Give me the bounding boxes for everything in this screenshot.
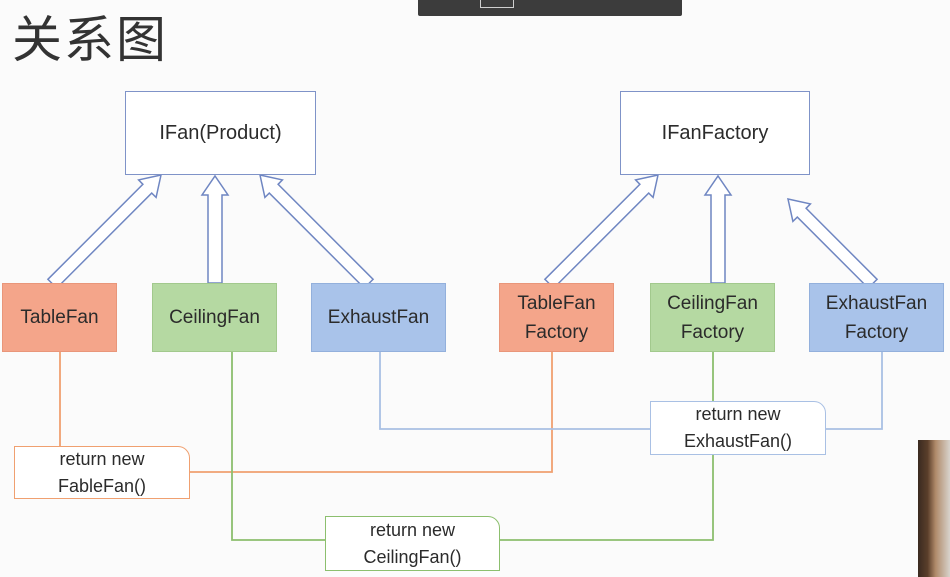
ifan-product-box: IFan(Product) <box>125 91 316 175</box>
exhaustfan-label: ExhaustFan <box>327 307 430 328</box>
note-ceilingfan-line2: CeilingFan() <box>363 546 462 567</box>
exhaustfan-factory-line2: Factory <box>844 321 909 343</box>
ceilingfan-label: CeilingFan <box>169 307 260 328</box>
note-tablefan-line2: FableFan() <box>57 475 147 496</box>
tablefan-box: TableFan <box>2 283 117 352</box>
ceilingfan-factory-line2: Factory <box>680 321 745 343</box>
tablefan-factory-line1: TableFan <box>517 292 596 314</box>
arrow-tablefan-to-ifan <box>46 174 162 290</box>
presenter-video-thumbnail <box>918 440 950 577</box>
note-return-ceilingfan: return new CeilingFan() <box>325 516 500 571</box>
arrow-exhaustfan-to-ifan <box>259 174 375 290</box>
exhaustfan-box: ExhaustFan <box>311 283 446 352</box>
connector-ceiling <box>231 352 325 541</box>
tablefan-factory-line2: Factory <box>524 321 589 343</box>
exhaustfan-factory-line1: ExhaustFan <box>825 292 928 314</box>
tablefan-label: TableFan <box>20 307 99 328</box>
arrow-ceilingfanfactory-to-ifanfactory <box>703 174 733 284</box>
tablefan-factory-box: TableFan Factory <box>499 283 614 352</box>
video-player-bar <box>418 0 682 16</box>
ifan-factory-label: IFanFactory <box>661 121 769 144</box>
note-tablefan-line1: return new <box>59 448 145 469</box>
ifan-product-label: IFan(Product) <box>159 121 282 144</box>
note-exhaustfan-line2: ExhaustFan() <box>683 431 793 451</box>
ceilingfan-factory-box: CeilingFan Factory <box>650 283 775 352</box>
connector-exhaust <box>379 352 650 430</box>
note-return-exhaustfan: return new ExhaustFan() <box>650 401 826 455</box>
connector-exhaustfactory <box>826 352 883 430</box>
note-exhaustfan-line1: return new <box>695 404 781 424</box>
note-ceilingfan-line1: return new <box>369 519 456 540</box>
exhaustfan-factory-box: ExhaustFan Factory <box>809 283 944 352</box>
ceilingfan-box: CeilingFan <box>152 283 277 352</box>
ceilingfan-factory-line1: CeilingFan <box>667 292 758 314</box>
ifan-factory-box: IFanFactory <box>620 91 810 175</box>
connector-tablefanfactory <box>190 352 553 473</box>
arrow-exhaustfanfactory-to-ifanfactory <box>787 198 879 290</box>
arrow-tablefanfactory-to-ifanfactory <box>543 174 659 290</box>
note-return-tablefan: return new FableFan() <box>14 446 190 499</box>
page-title: 关系图 <box>12 11 168 69</box>
player-handle[interactable] <box>480 0 514 8</box>
arrow-ceilingfan-to-ifan <box>200 174 230 284</box>
